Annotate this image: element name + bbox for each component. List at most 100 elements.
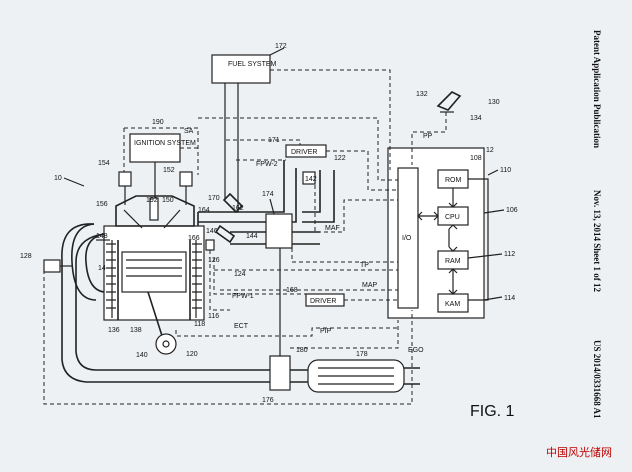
maf-line	[314, 178, 398, 233]
ref-180: 180	[296, 347, 308, 354]
crank-hub	[162, 340, 170, 348]
ref-190: 190	[152, 119, 164, 126]
fpw1-label: FPW-1	[232, 293, 254, 300]
cam-sensor-154	[118, 171, 132, 187]
ref-120: 120	[186, 351, 198, 358]
ignition-system-label: IGNITION SYSTEM	[134, 140, 196, 147]
ref-156: 156	[96, 201, 108, 208]
ect-label: ECT	[234, 323, 249, 330]
ref-168: 168	[286, 287, 298, 294]
ref-150: 150	[162, 197, 174, 204]
piston	[121, 251, 187, 293]
leader-174	[269, 198, 275, 215]
map-label: MAP	[362, 282, 378, 289]
tp-label: TP	[360, 262, 369, 269]
kam-label: KAM	[445, 301, 460, 308]
controller-leaders	[467, 169, 505, 301]
port-injector-170	[222, 192, 244, 214]
right-fins	[192, 243, 202, 309]
spark-plug-192	[149, 197, 159, 221]
ref-106: 106	[506, 207, 518, 214]
cam-sensor-152	[179, 171, 193, 187]
pp-label: PP	[423, 133, 433, 140]
header-publication: Patent Application Publication	[592, 30, 602, 148]
driver-bottom-block	[305, 293, 345, 307]
ref-108: 108	[470, 155, 482, 162]
figure-label: FIG. 1	[470, 403, 515, 420]
crankshaft-140	[155, 333, 177, 355]
connecting-rod	[147, 291, 165, 343]
ref-140: 140	[136, 352, 148, 359]
pp-line	[411, 112, 447, 165]
piston-rings	[126, 259, 182, 277]
fuel-signal-line	[270, 69, 391, 170]
ram-kam-arrow	[448, 268, 458, 295]
fuel-system-block	[211, 54, 271, 84]
ref-178: 178	[356, 351, 368, 358]
ref-134: 134	[470, 115, 482, 122]
ref-116: 116	[208, 313, 219, 320]
ref-174: 174	[262, 191, 274, 198]
io-label: I/O	[402, 235, 412, 242]
catalyst-core	[318, 367, 394, 385]
coolant-jacket-left	[71, 223, 97, 301]
intake-passage-inlet	[302, 170, 335, 223]
sensor-128	[43, 259, 61, 273]
io-cpu-arrow	[417, 211, 439, 221]
cylinder-liners	[111, 240, 197, 318]
leader-10	[63, 177, 85, 187]
ref-10: 10	[54, 175, 62, 182]
ref-144: 144	[246, 233, 258, 240]
fpw1-line	[213, 258, 398, 301]
cpu-ram-arrow	[448, 224, 458, 252]
ref-110: 110	[500, 167, 511, 174]
outer-signal-loop	[43, 270, 413, 405]
valves	[123, 209, 181, 229]
ref-118: 118	[194, 321, 205, 328]
ref-114: 114	[504, 295, 515, 302]
ref-154: 154	[98, 160, 110, 167]
ref-164: 164	[198, 207, 210, 214]
rom-cpu-arrow	[448, 188, 458, 208]
leader-172	[269, 47, 285, 56]
cylinder-walls	[117, 240, 191, 320]
ref-12: 12	[486, 147, 494, 154]
intake-manifold	[230, 231, 320, 245]
ego-label: EGO	[408, 347, 424, 354]
left-fins	[106, 243, 116, 309]
ref-146: 146	[206, 228, 218, 235]
ref-138: 138	[130, 327, 142, 334]
header-date-sheet: Nov. 13, 2014 Sheet 1 of 12	[592, 190, 602, 292]
ref-136: 136	[108, 327, 120, 334]
ref-162: 162	[232, 205, 244, 212]
driver-top-label: DRIVER	[291, 149, 317, 156]
pip-label: PIP	[320, 328, 332, 335]
fuel-system-label: FUEL SYSTEM	[228, 61, 277, 68]
driver-bottom-label: DRIVER	[310, 298, 336, 305]
fuel-lines	[224, 83, 239, 212]
rom-label: ROM	[445, 177, 462, 184]
ref-176: 176	[262, 397, 274, 404]
ref-170: 170	[208, 195, 220, 202]
ref-122: 122	[334, 155, 346, 162]
ref-132: 132	[416, 91, 428, 98]
maf-label: MAF	[325, 225, 340, 232]
ref-148: 148	[96, 233, 108, 240]
ref-172: 172	[275, 43, 287, 50]
ref-166: 166	[188, 235, 200, 242]
exhaust-pipe	[290, 367, 420, 385]
ego-line	[290, 320, 399, 349]
ram-label: RAM	[445, 258, 461, 265]
header-pub-number: US 2014/0331668 A1	[592, 340, 602, 419]
accelerator-pedal	[436, 91, 462, 111]
ego-sensor-176	[269, 355, 291, 391]
pip-line	[175, 327, 398, 337]
ect-sensor	[205, 239, 215, 251]
ref-124: 124	[234, 271, 246, 278]
map-link	[291, 248, 398, 263]
ignition-system-block	[129, 133, 181, 163]
ref-142: 142	[305, 176, 317, 183]
ref-128: 128	[20, 253, 32, 260]
